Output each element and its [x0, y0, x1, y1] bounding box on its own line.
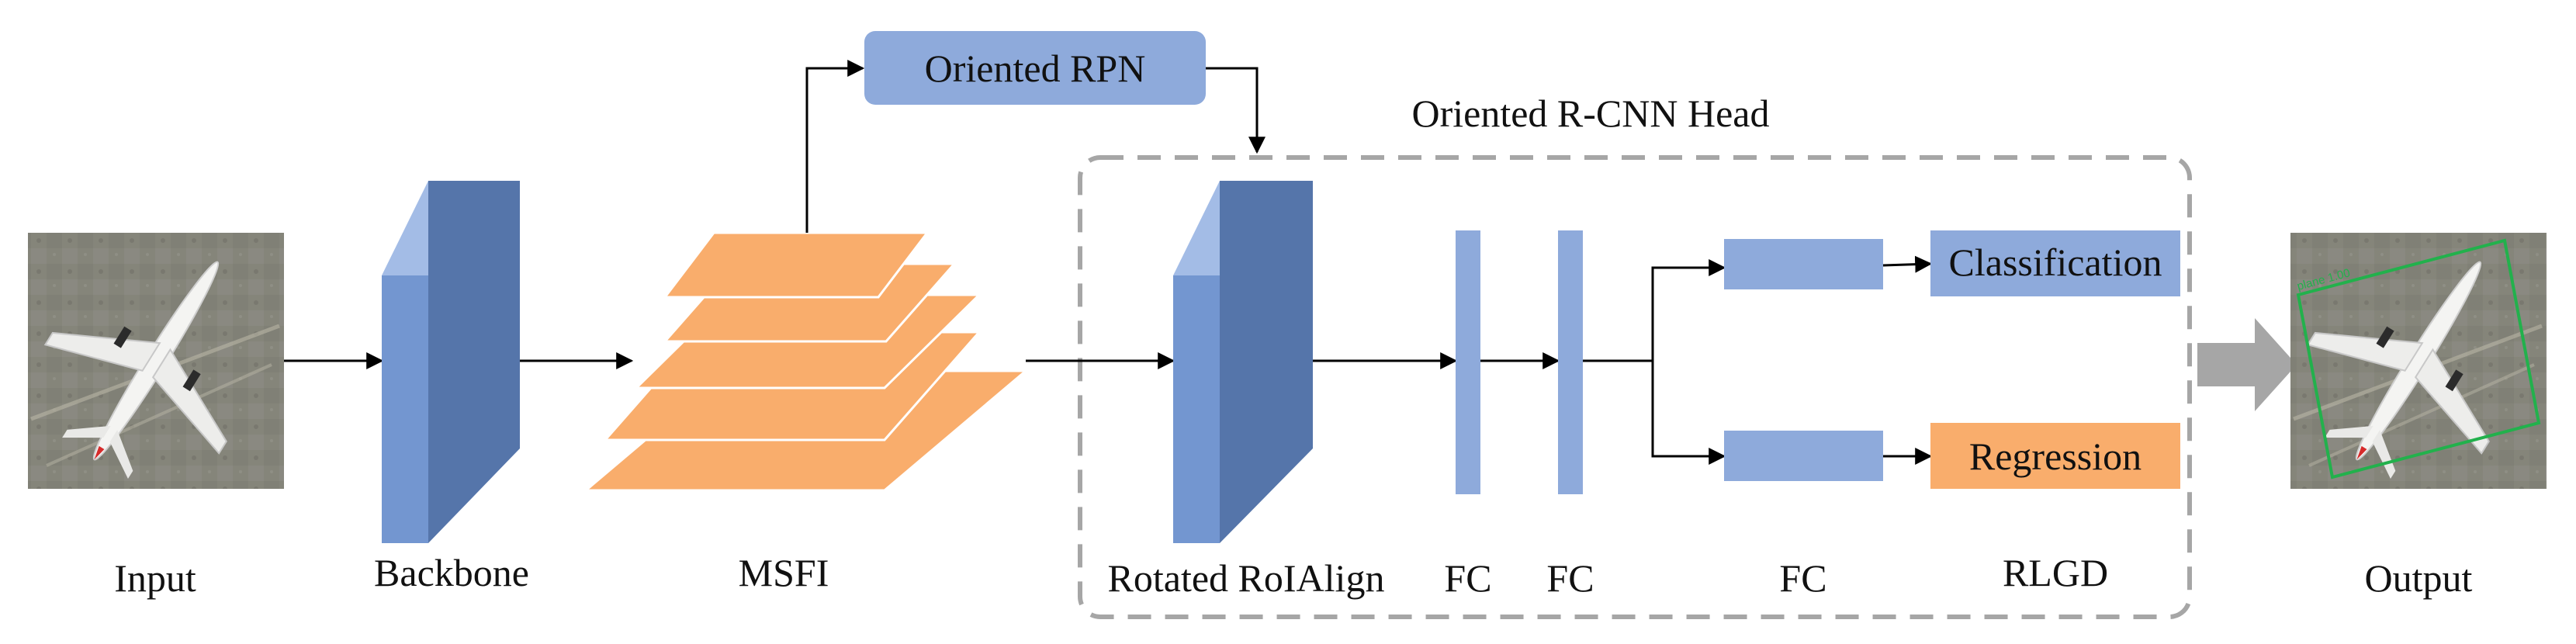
output-label: Output: [2365, 556, 2473, 600]
msfi-feature-stack: [582, 231, 1030, 492]
arrow-to-classification: [1882, 255, 1933, 273]
arrow-msfi-to-rpn: [805, 60, 865, 233]
backbone-label: Backbone: [374, 551, 529, 594]
roialign-block: [1173, 181, 1313, 543]
detection-box: [2296, 238, 2541, 480]
oriented-rpn-label: Oriented RPN: [925, 47, 1146, 90]
rlgd-label: RLGD: [2003, 551, 2108, 594]
arrow-to-cls-fc: [1651, 259, 1726, 361]
fc1-label: FC: [1444, 556, 1491, 600]
regression-box: Regression: [1930, 423, 2180, 489]
classification-label: Classification: [1949, 241, 2162, 284]
fc-layer-2: [1558, 230, 1583, 494]
fc3-label: FC: [1779, 556, 1826, 600]
fc2-label: FC: [1546, 556, 1594, 600]
output-image: plane 1.00: [2290, 233, 2547, 489]
arrow-to-reg-fc: [1651, 361, 1726, 465]
backbone-block: [382, 181, 520, 543]
fc-box-regression: [1724, 431, 1883, 481]
msfi-label: MSFI: [739, 551, 829, 594]
output-arrow: [2197, 318, 2297, 411]
feature-map: [662, 231, 930, 299]
input-label: Input: [114, 556, 196, 600]
arrow-rpn-to-head: [1206, 67, 1265, 154]
oriented-rpn-box: Oriented RPN: [864, 31, 1206, 105]
rcnn-head-border: [1078, 155, 2192, 619]
head-title: Oriented R-CNN Head: [1412, 92, 1770, 135]
airplane-icon: [2306, 261, 2490, 480]
input-image: [28, 233, 284, 489]
classification-box: Classification: [1930, 230, 2180, 296]
fc-box-classification: [1724, 239, 1883, 289]
regression-label: Regression: [1969, 435, 2141, 478]
airplane-icon: [43, 261, 227, 480]
fc-layer-1: [1456, 230, 1480, 494]
roialign-label: Rotated RoIAlign: [1108, 556, 1385, 600]
